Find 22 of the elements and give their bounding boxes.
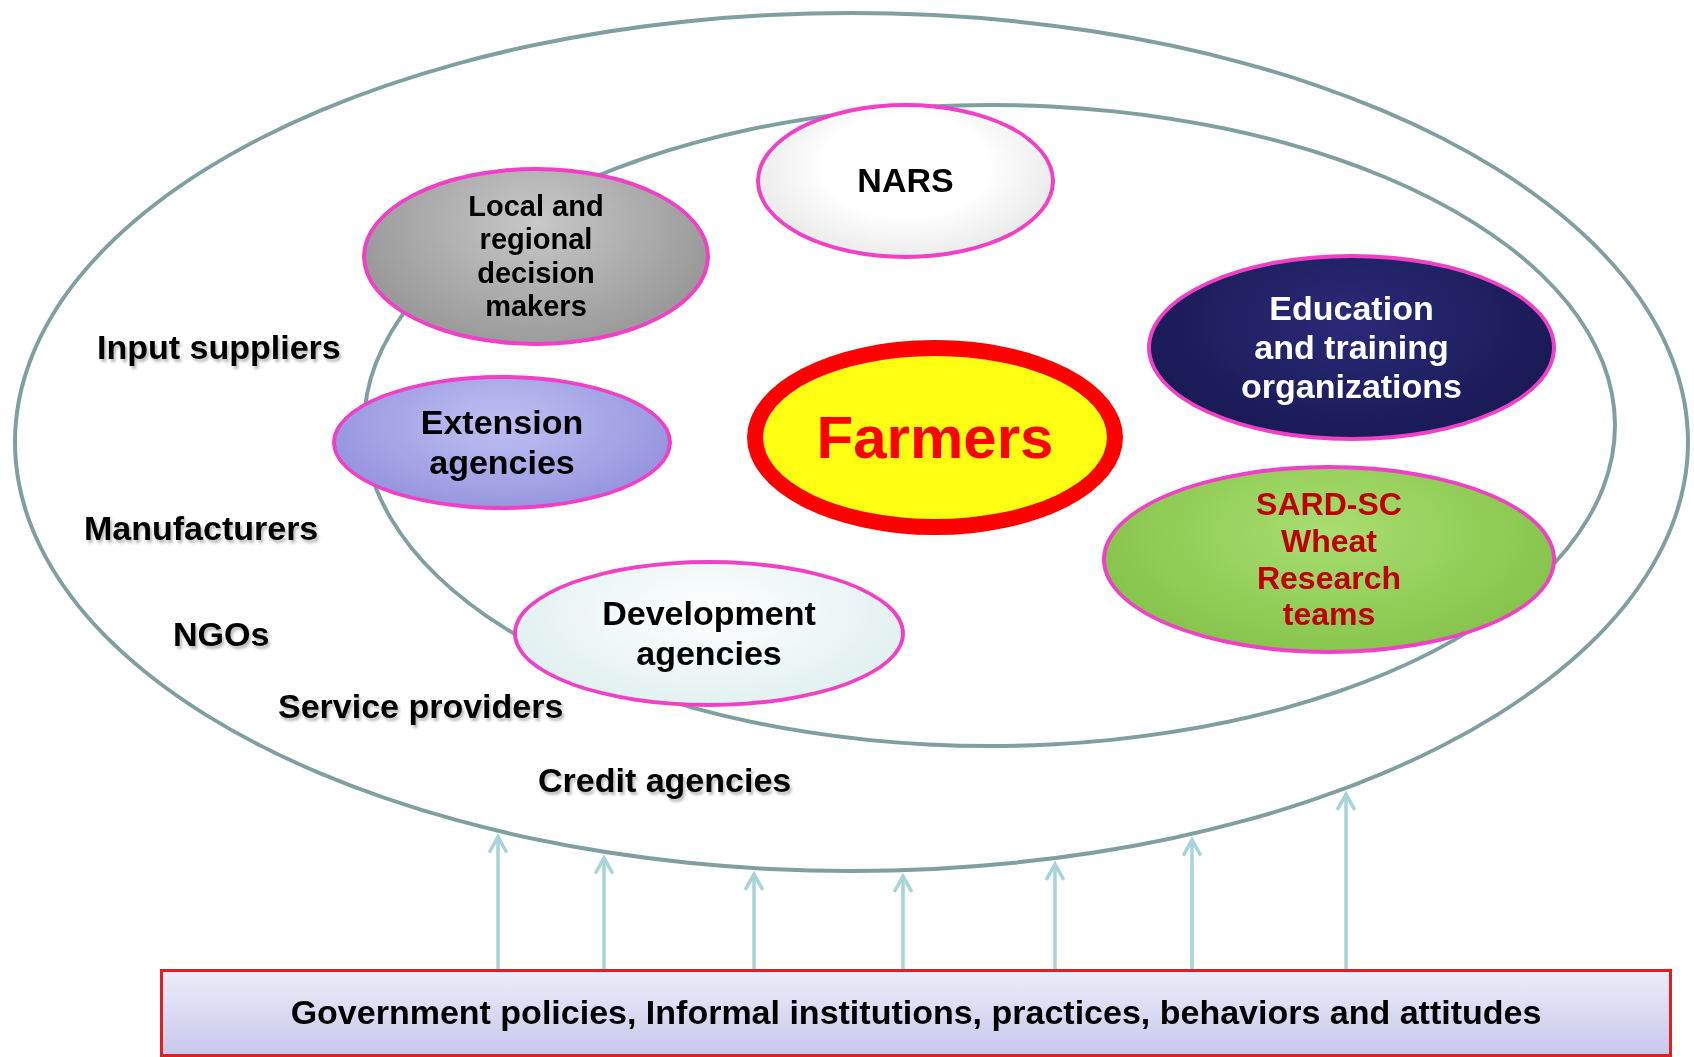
node-label: Development agencies bbox=[601, 594, 817, 673]
stakeholder-label: NGOs bbox=[173, 615, 270, 654]
stakeholder-label: Credit agencies bbox=[538, 761, 792, 800]
node-label: NARS bbox=[857, 161, 954, 201]
arrow bbox=[1181, 838, 1203, 969]
policy-text: Government policies, Informal institutions, practices, behaviors and attitudes bbox=[290, 993, 1542, 1033]
arrow bbox=[892, 874, 914, 969]
node-label: SARD-SC Wheat Research teams bbox=[1255, 485, 1403, 634]
stakeholder-label: Input suppliers bbox=[97, 328, 341, 367]
node-label: Education and training organizations bbox=[1240, 288, 1463, 407]
arrow bbox=[593, 856, 615, 969]
arrow bbox=[487, 835, 509, 969]
stakeholder-label: Manufacturers bbox=[84, 509, 319, 548]
outer-ellipse bbox=[13, 11, 1690, 873]
node-label: Local and regional decision makers bbox=[467, 189, 605, 324]
arrow bbox=[1044, 862, 1066, 969]
arrow bbox=[1335, 792, 1357, 969]
node-label: Extension agencies bbox=[419, 403, 585, 482]
arrow bbox=[743, 872, 765, 969]
stakeholder-label: Service providers bbox=[278, 687, 564, 726]
node-label: Farmers bbox=[816, 403, 1054, 472]
policy-bar bbox=[160, 969, 1672, 1057]
